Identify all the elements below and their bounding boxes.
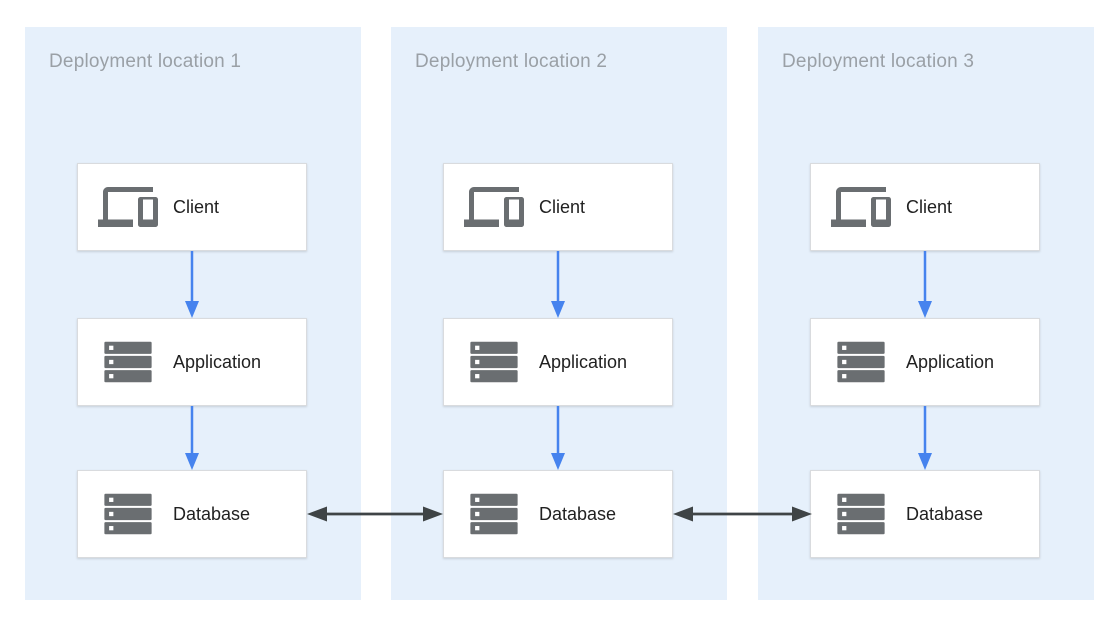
node-label: Client (173, 196, 220, 217)
database-node: Database (77, 470, 307, 558)
node-label: Client (906, 196, 953, 217)
node-label: Application (173, 351, 262, 372)
bidirectional-arrow-database-2-3 (673, 506, 812, 522)
node-label: Client (539, 196, 586, 217)
down-arrow-icon (551, 251, 565, 318)
down-arrow-icon (185, 251, 199, 318)
application-node: Application (443, 318, 673, 406)
devices-icon (464, 177, 524, 237)
deployment-location-1-panel: Deployment location 1 Client (25, 27, 361, 600)
panel-title: Deployment location 1 (49, 51, 242, 72)
bidirectional-arrow-database-1-2 (307, 506, 443, 522)
database-node: Database (443, 470, 673, 558)
down-arrow-icon (918, 251, 932, 318)
application-node: Application (810, 318, 1040, 406)
server-stack-icon (464, 335, 524, 389)
node-label: Database (906, 503, 984, 524)
down-arrow-icon (185, 406, 199, 470)
client-node: Client (77, 163, 307, 251)
devices-icon (98, 177, 158, 237)
down-arrow-icon (551, 406, 565, 470)
panel-title: Deployment location 3 (782, 51, 975, 72)
deployment-location-3-panel: Deployment location 3 Client (758, 27, 1094, 600)
node-label: Application (539, 351, 628, 372)
panel-title: Deployment location 2 (415, 51, 608, 72)
server-stack-icon (831, 335, 891, 389)
node-label: Application (906, 351, 995, 372)
node-label: Database (173, 503, 251, 524)
server-stack-icon (831, 487, 891, 541)
application-node: Application (77, 318, 307, 406)
server-stack-icon (98, 487, 158, 541)
deployment-location-2-panel: Deployment location 2 Client (391, 27, 727, 600)
database-node: Database (810, 470, 1040, 558)
devices-icon (831, 177, 891, 237)
server-stack-icon (464, 487, 524, 541)
down-arrow-icon (918, 406, 932, 470)
client-node: Client (443, 163, 673, 251)
server-stack-icon (98, 335, 158, 389)
node-label: Database (539, 503, 617, 524)
client-node: Client (810, 163, 1040, 251)
